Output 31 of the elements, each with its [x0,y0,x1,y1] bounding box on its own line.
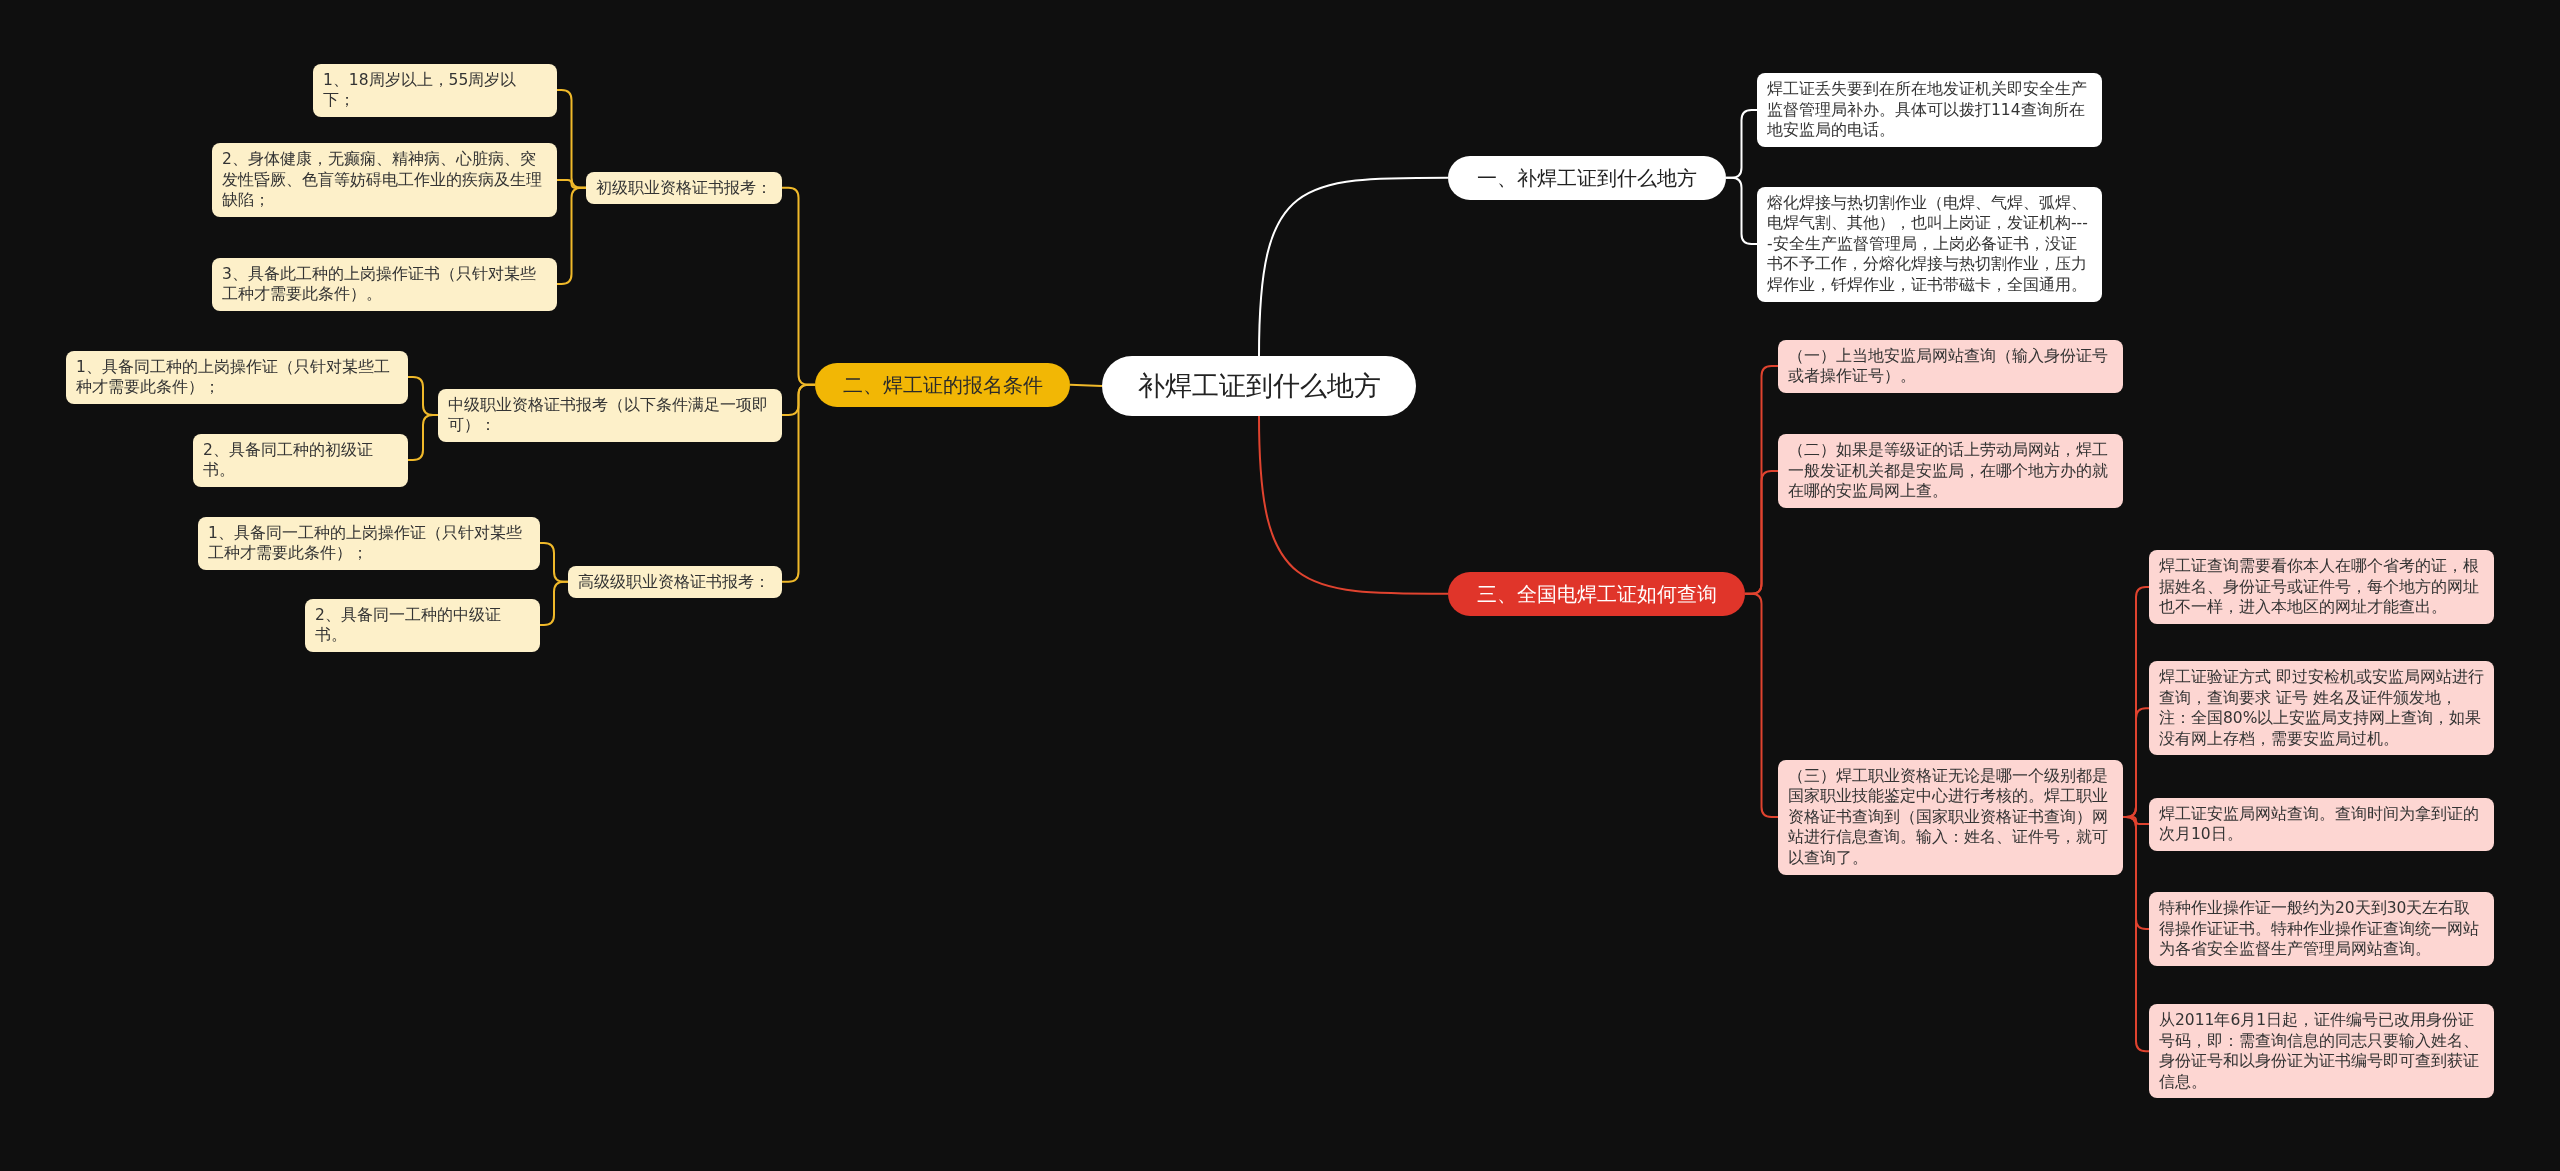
note-box: 熔化焊接与热切割作业（电焊、气焊、弧焊、电焊气割、其他），也叫上岗证，发证机构----安全生产监督管理局，上岗必备证书，没证书不予工作，分熔化焊接与热切割作业，压力焊作业，钎焊作业，证书带磁卡，全国通用。 [1757,186,2102,302]
connector-line [781,383,816,583]
note-box: 焊工证验证方式 即过安检机或安监局网站进行查询，查询要求 证号 姓名及证件颁发地，注：全国80%以上安监局支持网上查询，如果没有网上存档，需要安监局过机。 [2149,661,2494,756]
note-box: （二）如果是等级证的话上劳动局网站，焊工一般发证机关都是安监局，在哪个地方办的就在哪的安监局网上查。 [1778,434,2123,508]
central-topic: 补焊工证到什么地方 [1102,356,1416,416]
connector-line [539,580,569,627]
note-box: 焊工证丢失要到在所在地发证机关即安全生产监督管理局补办。具体可以拨打114查询所在地安监局的电话。 [1757,73,2102,147]
note-box: 2、具备同一工种的中级证书。 [305,598,540,652]
note-box: 2、身体健康，无癫痫、精神病、心脏病、突发性昏厥、色盲等妨碍电工作业的疾病及生理缺陷； [212,143,557,217]
branch-topic: 二、焊工证的报名条件 [815,362,1070,408]
branch-topic: 三、全国电焊工证如何查询 [1448,571,1745,617]
note-box: 1、18周岁以上，55周岁以下； [313,63,557,117]
note-box: 1、具备同工种的上岗操作证（只针对某些工种才需要此条件）； [66,350,408,404]
note-box: 焊工证安监局网站查询。查询时间为拿到证的次月10日。 [2149,797,2494,851]
connector-line [1258,176,1449,357]
branch-topic: 一、补焊工证到什么地方 [1448,155,1726,201]
note-box: （三）焊工职业资格证无论是哪一个级别都是国家职业技能鉴定中心进行考核的。焊工职业资格证书查询到（国家职业资格证书查询）网站进行信息查询。输入：姓名、证件号，就可以查询了。 [1778,759,2123,875]
connector-line [1744,592,1779,818]
note-box: 3、具备此工种的上岗操作证书（只针对某些工种才需要此条件）。 [212,257,557,311]
connector-line [1069,383,1103,387]
connector-line [407,414,439,462]
note-box: 特种作业操作证一般约为20天到30天左右取得操作证证书。特种作业操作证查询统一网站为各省安全监督生产管理局网站查询。 [2149,892,2494,966]
note-box: 焊工证查询需要看你本人在哪个省考的证，根据姓名、身份证号或证件号，每个地方的网址也不一样，进入本地区的网址才能查出。 [2149,550,2494,624]
note-box: 2、具备同工种的初级证书。 [193,433,408,487]
note-box: 从2011年6月1日起，证件编号已改用身份证号码，即：需查询信息的同志只要输入姓名、身份证号和以身份证为证书编号即可查到获证信息。 [2149,1004,2494,1099]
note-box: （一）上当地安监局网站查询（输入身份证号或者操作证号）。 [1778,339,2123,393]
note-box: 中级职业资格证书报考（以下条件满足一项即可）： [438,388,782,442]
note-box: 1、具备同一工种的上岗操作证（只针对某些工种才需要此条件）； [198,516,540,570]
connector-line [1258,414,1449,595]
note-box: 高级级职业资格证书报考： [568,565,782,599]
note-box: 初级职业资格证书报考： [586,171,782,205]
